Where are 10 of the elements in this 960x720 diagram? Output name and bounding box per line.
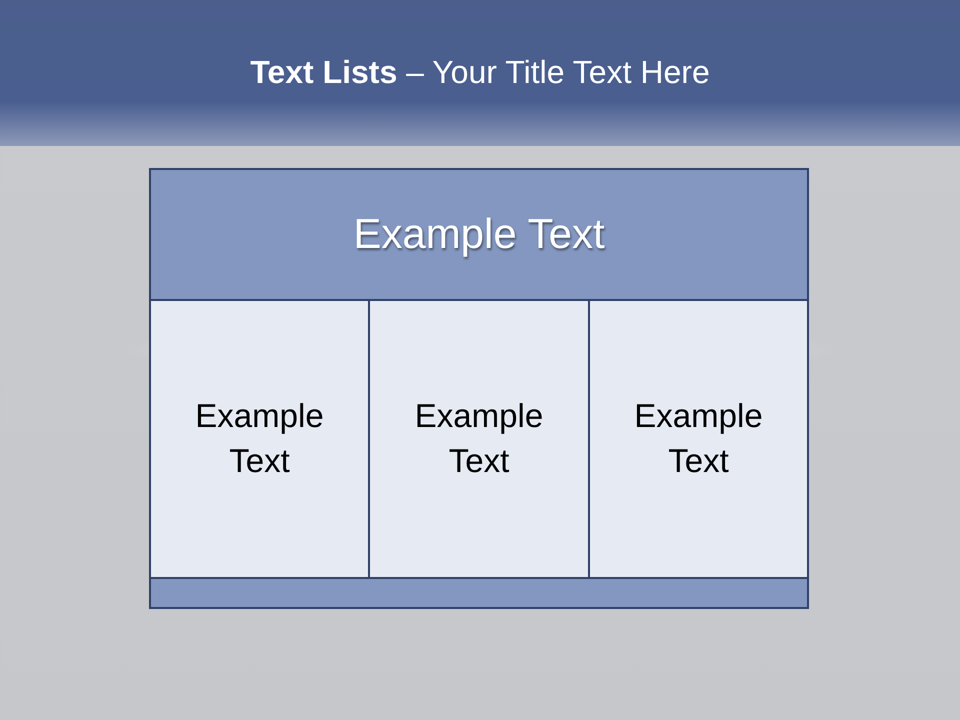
header-box [149, 168, 809, 301]
box-text: Example Text [633, 396, 764, 481]
footer-bar [149, 577, 809, 609]
text-box [149, 299, 370, 579]
header-text: Example Text [353, 209, 605, 260]
box-text: Example Text [194, 396, 325, 481]
text-box [368, 299, 590, 579]
slide-title: Text Lists – Your Title Text Here [249, 54, 711, 91]
text-box [588, 299, 809, 579]
box-text: Example Text [414, 396, 544, 481]
